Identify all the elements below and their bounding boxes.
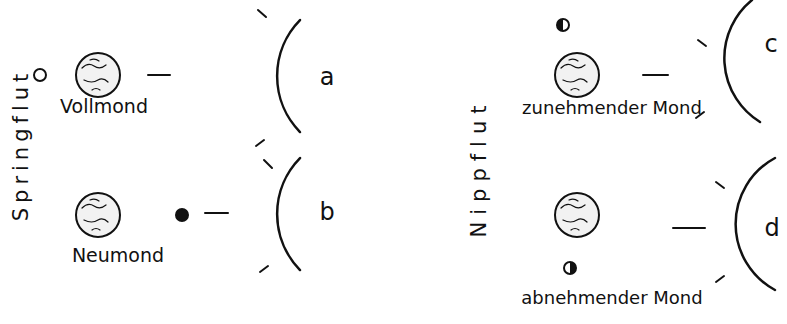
row-heading: Nippflut [468, 99, 491, 238]
sun-ray [260, 266, 268, 272]
phase-label: Vollmond [60, 96, 148, 117]
callout-letter: b [319, 199, 334, 225]
callout-letter: c [764, 31, 777, 57]
sun-arc [724, 0, 760, 122]
moon-symbol [564, 262, 576, 274]
earth-symbol [76, 53, 120, 97]
direction-dash [205, 212, 228, 214]
callout-letter: d [764, 215, 779, 241]
direction-dash [148, 74, 170, 76]
sun-arc [277, 20, 300, 132]
phase-label: abnehmender Mond [521, 288, 702, 308]
earth-symbol [555, 193, 599, 237]
earth-symbol [555, 53, 599, 97]
sun-ray [698, 40, 706, 46]
direction-dash [673, 227, 705, 229]
sun-arc [277, 158, 300, 270]
phase-label: zunehmender Mond [522, 98, 702, 118]
sun-ray [716, 182, 724, 188]
sun-ray [258, 10, 266, 17]
direction-dash [643, 74, 668, 76]
phase-label: Neumond [72, 245, 164, 266]
callout-letter: a [320, 64, 335, 90]
sun-ray [264, 160, 272, 168]
sun-ray [716, 276, 724, 282]
moon-symbol [557, 19, 569, 31]
row-heading: Springflut [10, 69, 33, 222]
moon-symbol [34, 69, 46, 81]
moon-symbol [176, 209, 188, 221]
sun-ray [256, 140, 264, 146]
earth-symbol [76, 193, 120, 237]
